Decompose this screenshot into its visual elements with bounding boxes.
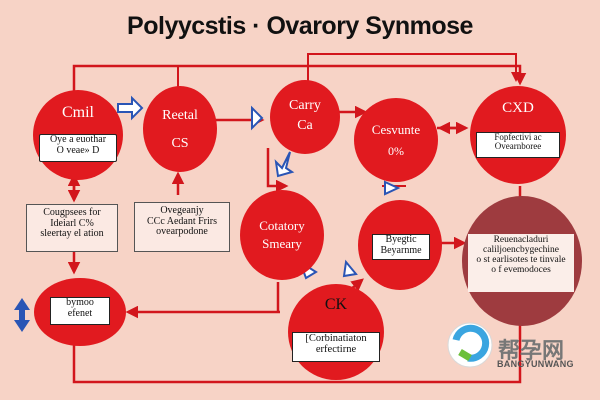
node-cxd: CXD Fopfectivi ac Ovearnboree bbox=[470, 86, 566, 184]
node-cmil-box: Oye a euothar O veae» D bbox=[39, 134, 117, 162]
watermark-logo-icon bbox=[447, 322, 493, 368]
blue-arrow-left-down bbox=[14, 314, 30, 332]
blue-arrow-ck-byegtic bbox=[342, 259, 358, 278]
node-darkred-box: Reuenacladuri caliljoencbygechine o st e… bbox=[468, 234, 574, 292]
watermark-text: 帮孕网 bbox=[498, 339, 565, 364]
node-cesvunte-line2: 0% bbox=[388, 144, 404, 158]
node-reetal: Reetal CS bbox=[143, 86, 217, 172]
node-cotatory-line2: Smeary bbox=[262, 236, 302, 251]
node-cxd-title: CXD bbox=[502, 100, 534, 116]
diagram-title: Polyycstis · Ovarory Synmose bbox=[127, 12, 473, 40]
node-cesvunte-line1: Cesvunte bbox=[371, 122, 421, 137]
node-carry-line1: Carry bbox=[289, 98, 321, 113]
arrow-bottom-loop bbox=[72, 302, 527, 384]
blue-arrow-carry-down bbox=[274, 151, 295, 178]
node-cmil-title: Cmil bbox=[61, 104, 94, 121]
node-cxd-box: Fopfectivi ac Ovearnboree bbox=[476, 132, 560, 158]
node-carry: Carry Ca bbox=[270, 80, 340, 154]
node-carry-line2: Ca bbox=[297, 118, 313, 133]
note-mid: Ovegeanjy CCc Aedant Frirs ovearpodone bbox=[134, 202, 230, 252]
blue-arrow-cmil-reetal bbox=[117, 95, 144, 121]
blue-arrow-cesvunte bbox=[384, 180, 401, 196]
node-reetal-line2: CS bbox=[171, 136, 189, 151]
node-bymoo: bymoo efenet bbox=[34, 278, 126, 346]
node-ck-box: [Corbinatiaton erfectirne bbox=[292, 332, 380, 362]
node-darkred: Reuenacladuri caliljoencbygechine o st e… bbox=[462, 196, 582, 326]
arrow-carry-cotatory bbox=[266, 148, 289, 193]
arrow-carry-loop bbox=[307, 53, 521, 82]
note-left: Cougpsees for Ideiarl C% sleertay el ati… bbox=[26, 204, 118, 252]
node-bymoo-box: bymoo efenet bbox=[50, 297, 110, 325]
node-cesvunte: Cesvunte 0% bbox=[354, 98, 438, 182]
node-cotatory-line1: Cotatory bbox=[259, 218, 305, 233]
node-byegtic: Byegtic Beyarnme bbox=[358, 200, 442, 290]
node-reetal-line1: Reetal bbox=[162, 108, 198, 123]
blue-arrow-left-up bbox=[14, 298, 30, 318]
blue-arrow-reetal-carry bbox=[251, 105, 264, 131]
node-ck-title: CK bbox=[324, 296, 348, 313]
watermark-subtext: BANGYUNWANG bbox=[497, 359, 574, 369]
node-ck: CK [Corbinatiaton erfectirne bbox=[288, 284, 384, 380]
node-cotatory: Cotatory Smeary bbox=[240, 190, 324, 280]
node-cmil: Cmil Oye a euothar O veae» D bbox=[33, 90, 123, 180]
node-byegtic-box: Byegtic Beyarnme bbox=[372, 234, 430, 260]
